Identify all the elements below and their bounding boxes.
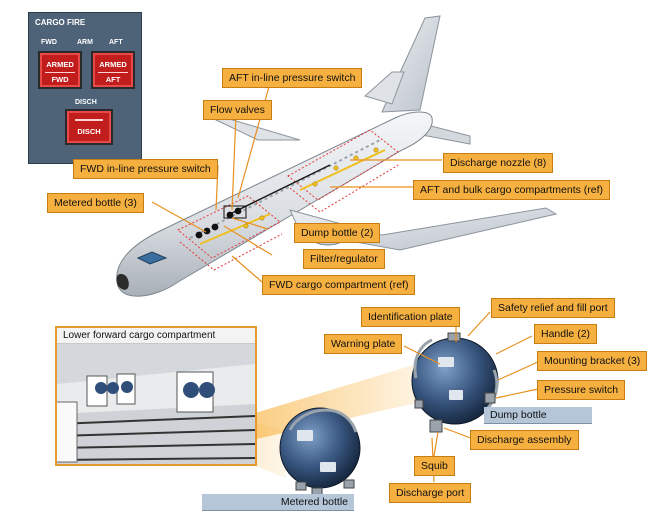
metered-bottle-graphic xyxy=(279,407,361,497)
callout-filter-regulator: Filter/regulator xyxy=(303,249,385,269)
far-wing xyxy=(211,117,301,141)
panel-aft-label: AFT xyxy=(109,39,123,46)
main-supply-line xyxy=(231,164,331,214)
callout-flow-valves: Flow valves xyxy=(203,100,272,120)
callout-fwd-cargo-compartment: FWD cargo compartment (ref) xyxy=(262,275,416,295)
callout-handle-2: Handle (2) xyxy=(534,324,598,344)
callout-mounting-bracket: Mounting bracket (3) xyxy=(537,351,648,371)
armed-fwd-line2: FWD xyxy=(45,72,75,84)
callout-aft-bulk-compartments: AFT and bulk cargo compartments (ref) xyxy=(413,180,611,200)
lower-forward-cargo-inset: Lower forward cargo compartment xyxy=(55,326,257,466)
callout-squib: Squib xyxy=(414,456,455,476)
callout-warning-plate: Warning plate xyxy=(324,334,403,354)
fwd-distribution-line xyxy=(199,213,271,245)
callout-discharge-assembly: Discharge assembly xyxy=(470,430,579,450)
armed-aft-line2: AFT xyxy=(98,72,128,84)
callout-identification-plate: Identification plate xyxy=(361,307,460,327)
tag-dump-bottle: Dump bottle xyxy=(484,407,592,424)
fuselage-bottles xyxy=(195,207,242,239)
horizontal-stabilizer-upper xyxy=(363,71,405,105)
panel-fwd-label: FWD xyxy=(41,39,57,46)
dump-bottle-graphic xyxy=(411,332,499,433)
armed-aft-button[interactable]: ARMED AFT xyxy=(91,51,135,89)
callout-metered-bottle-3: Metered bottle (3) xyxy=(47,193,144,213)
callout-pressure-switch: Pressure switch xyxy=(537,380,626,400)
panel-title: CARGO FIRE xyxy=(35,18,86,27)
disch-label: DISCH xyxy=(75,99,97,106)
callout-fwd-inline-pressure-switch: FWD in-line pressure switch xyxy=(73,159,218,179)
armed-aft-line1: ARMED xyxy=(99,60,127,69)
aft-cargo-zone xyxy=(287,129,401,213)
inset-title: Lower forward cargo compartment xyxy=(57,328,255,344)
callout-discharge-port: Discharge port xyxy=(389,483,472,503)
armed-fwd-button[interactable]: ARMED FWD xyxy=(38,51,82,89)
valve-block xyxy=(223,205,247,219)
callout-dump-bottle-2: Dump bottle (2) xyxy=(294,223,381,243)
tag-metered-bottle: Metered bottle xyxy=(202,494,354,511)
nose-radome xyxy=(116,273,129,290)
inset-drawing xyxy=(57,344,255,464)
callout-aft-inline-pressure-switch: AFT in-line pressure switch xyxy=(222,68,363,88)
cargo-fire-panel: CARGO FIRE FWD ARM AFT ARMED FWD ARMED A… xyxy=(28,12,142,164)
disch-bar xyxy=(75,115,103,121)
fuselage xyxy=(116,111,433,297)
callout-safety-relief-fill-port: Safety relief and fill port xyxy=(491,298,615,318)
disch-button[interactable]: DISCH xyxy=(65,109,113,145)
disch-button-label: DISCH xyxy=(77,127,101,136)
callout-discharge-nozzle: Discharge nozzle (8) xyxy=(443,153,554,173)
panel-arm-label: ARM xyxy=(77,39,93,46)
cockpit-windshield xyxy=(136,251,168,265)
fwd-cargo-zone xyxy=(177,195,283,271)
armed-fwd-line1: ARMED xyxy=(46,60,74,69)
discharge-nozzle-dots xyxy=(243,147,379,229)
